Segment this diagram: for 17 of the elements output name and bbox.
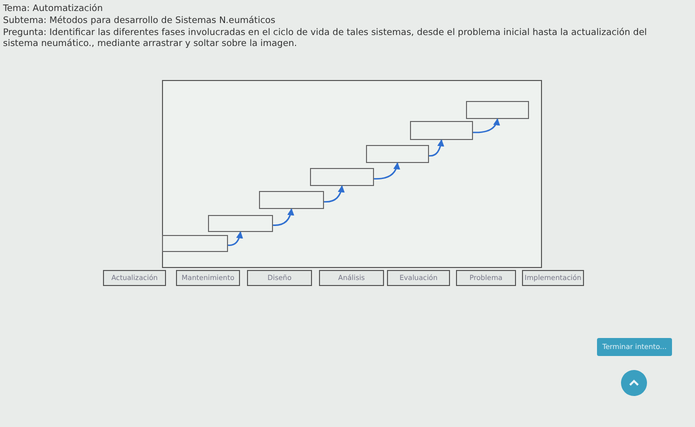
drop-target-box bbox=[310, 168, 374, 186]
arrow bbox=[374, 162, 400, 180]
arrow bbox=[428, 139, 444, 157]
drop-target-box bbox=[162, 235, 228, 252]
drop-target-box bbox=[466, 101, 529, 119]
topic-heading: Tema: Automatización bbox=[3, 4, 103, 15]
drop-target-box bbox=[259, 191, 324, 209]
topic-heading: Subtema: Métodos para desarrollo de Sistemas N.eumáticos bbox=[3, 16, 276, 27]
drop-target-box bbox=[366, 145, 429, 163]
drop-target-box bbox=[208, 215, 273, 232]
question-text: Pregunta: Identificar las diferentes fases involucradas en el ciclo de vida de tales sistemas, desde el problema inicial hasta la actualización del sistema neumático., mediante arrastrar y soltar sobre la imagen. bbox=[3, 28, 648, 50]
drop-target-box bbox=[410, 121, 473, 140]
arrow bbox=[228, 231, 243, 246]
arrow bbox=[273, 208, 294, 226]
image-frame bbox=[162, 80, 542, 268]
arrow bbox=[324, 185, 344, 203]
arrow bbox=[472, 118, 500, 134]
